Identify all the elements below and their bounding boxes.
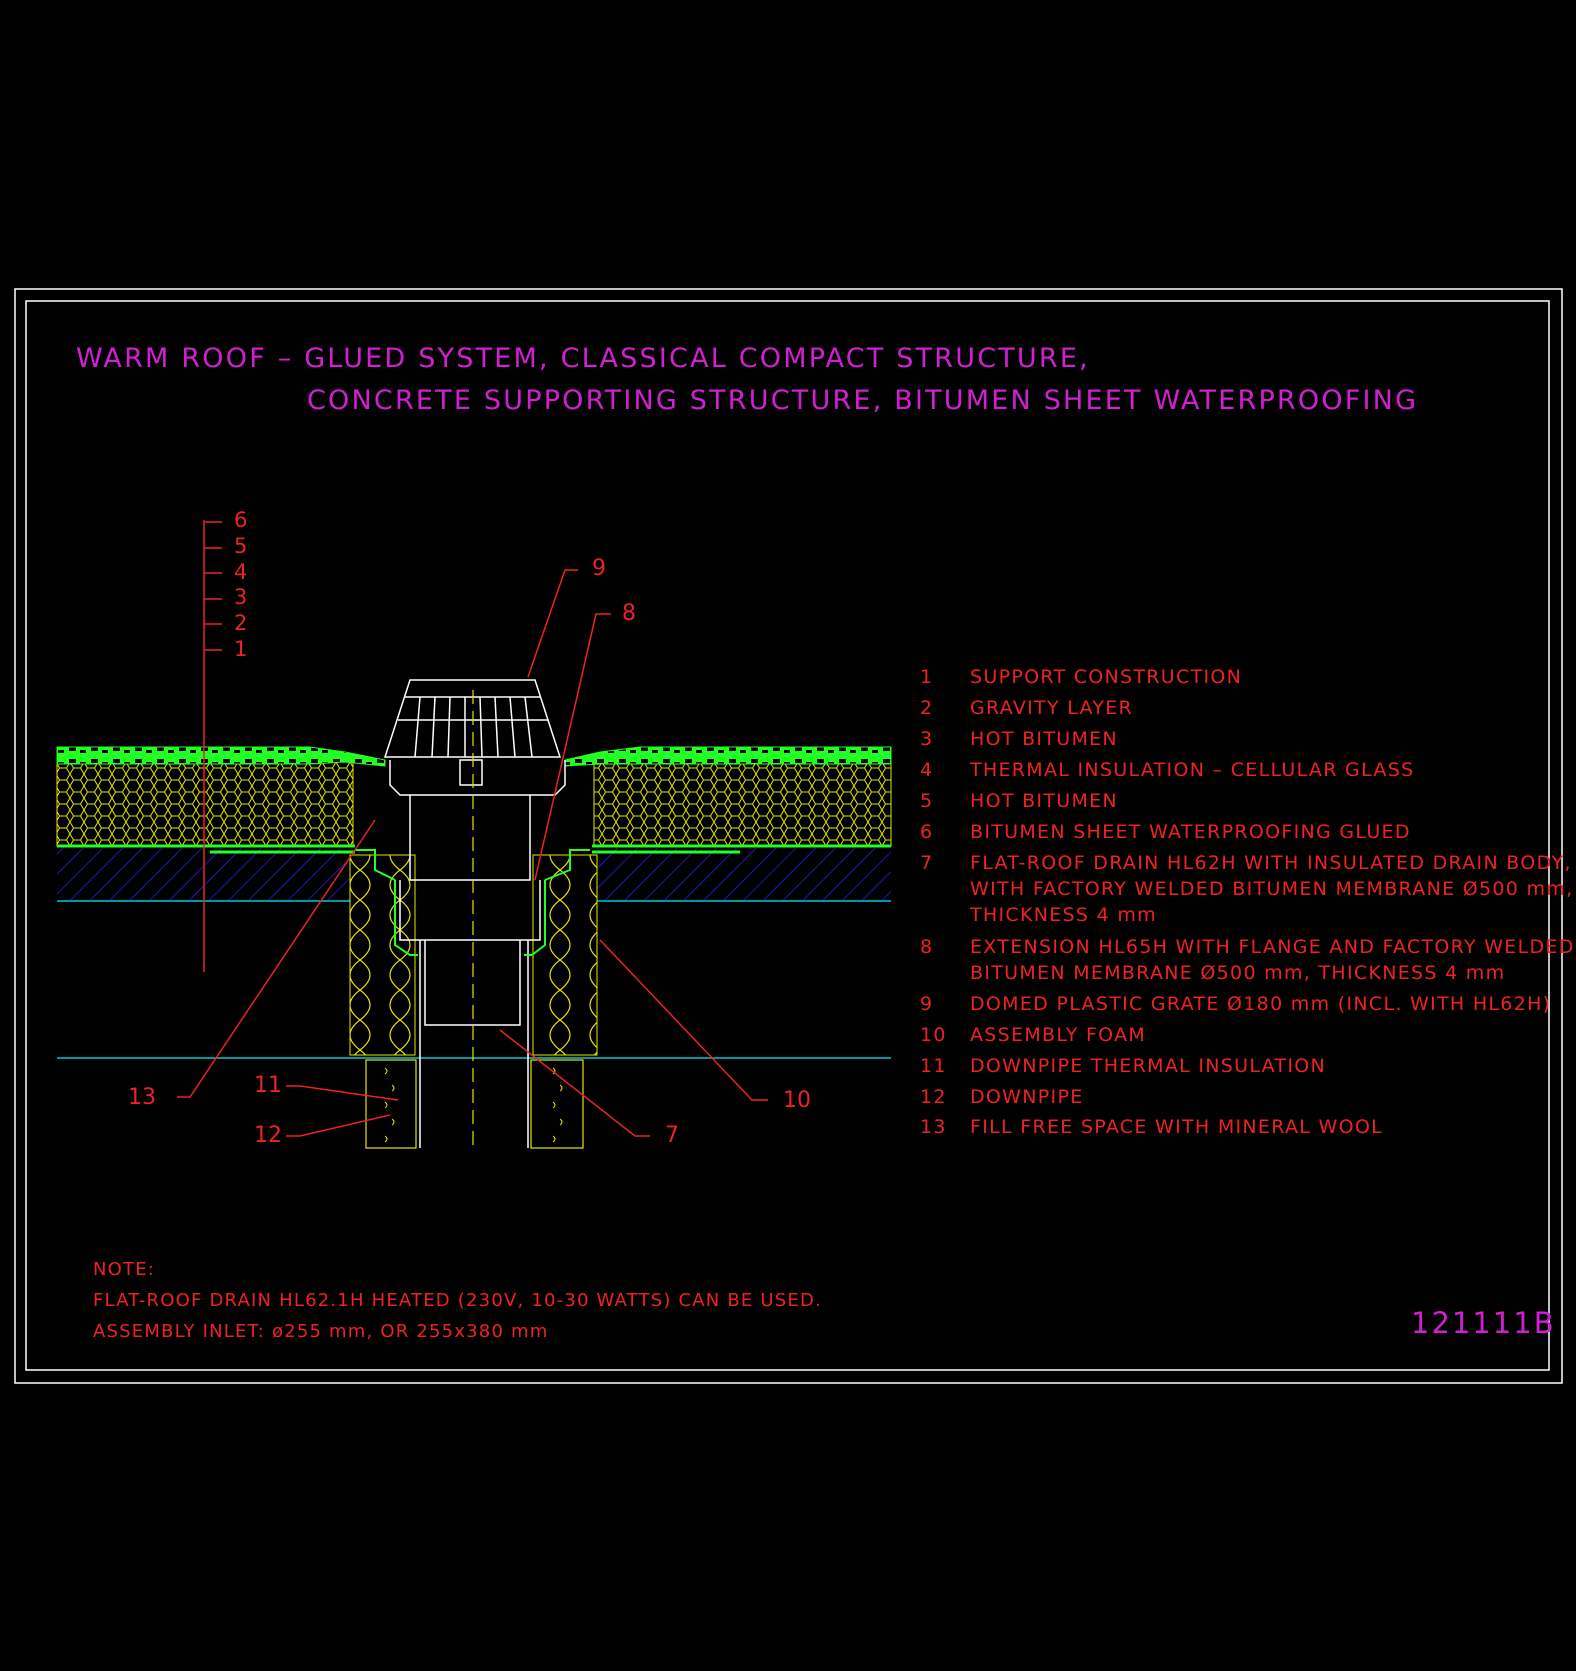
drain-membrane-collar — [355, 849, 590, 956]
legend-number: 11 — [920, 1055, 947, 1077]
mineral-wool-right — [532, 854, 598, 1056]
legend-text: ASSEMBLY FOAM — [970, 1024, 1147, 1046]
legend-text: DOWNPIPE THERMAL INSULATION — [970, 1055, 1327, 1077]
concrete-slab-right — [597, 848, 891, 900]
layer-label-5: 5 — [234, 534, 248, 558]
insulation-right — [593, 761, 892, 847]
layer-label-4: 4 — [234, 560, 248, 584]
leader-lines — [177, 569, 768, 1137]
downpipe-insulation-right — [530, 1059, 584, 1149]
outer-frame — [14, 288, 1563, 1384]
layer-label-1: 1 — [234, 637, 248, 661]
legend-text: HOT BITUMEN — [970, 728, 1118, 750]
legend-text: DOMED PLASTIC GRATE Ø180 mm (INCL. WITH … — [970, 993, 1552, 1015]
mineral-wool-left — [349, 854, 416, 1056]
note-line-2: ASSEMBLY INLET: ø255 mm, OR 255x380 mm — [93, 1321, 549, 1342]
callout-10: 10 — [783, 1088, 811, 1113]
legend-text: GRAVITY LAYER — [970, 697, 1134, 719]
layer-label-6: 6 — [234, 508, 248, 532]
legend-number: 6 — [920, 821, 934, 843]
legend-text: EXTENSION HL65H WITH FLANGE AND FACTORY … — [970, 936, 1575, 984]
legend-text: BITUMEN SHEET WATERPROOFING GLUED — [970, 821, 1411, 843]
legend-text: FLAT-ROOF DRAIN HL62H WITH INSULATED DRA… — [970, 852, 1574, 926]
legend-text: THERMAL INSULATION – CELLULAR GLASS — [970, 759, 1415, 781]
layer-label-3: 3 — [234, 585, 248, 609]
legend-text: HOT BITUMEN — [970, 790, 1118, 812]
legend-number: 2 — [920, 697, 934, 719]
legend-number: 5 — [920, 790, 934, 812]
title-line-1: WARM ROOF – GLUED SYSTEM, CLASSICAL COMP… — [76, 343, 1090, 374]
title-line-2: CONCRETE SUPPORTING STRUCTURE, BITUMEN S… — [307, 385, 1419, 416]
legend-number: 12 — [920, 1086, 947, 1108]
legend-number: 3 — [920, 728, 934, 750]
legend-text: SUPPORT CONSTRUCTION — [970, 666, 1243, 688]
callout-13: 13 — [128, 1085, 156, 1110]
callout-12: 12 — [254, 1123, 282, 1148]
drawing-number: 121111B — [1411, 1306, 1556, 1340]
legend-number: 9 — [920, 993, 934, 1015]
callout-7: 7 — [665, 1123, 679, 1148]
legend-number: 4 — [920, 759, 934, 781]
inner-frame — [25, 300, 1550, 1371]
insulation-marks — [384, 1067, 563, 1143]
membrane-right — [564, 746, 892, 767]
legend-number: 1 — [920, 666, 934, 688]
downpipe-insulation-left — [365, 1059, 417, 1149]
layer-indicator — [203, 520, 222, 972]
drain-body — [389, 759, 566, 1148]
callout-9: 9 — [592, 556, 606, 581]
legend-number: 7 — [920, 852, 934, 874]
note-heading: NOTE: — [93, 1259, 156, 1280]
legend-text: FILL FREE SPACE WITH MINERAL WOOL — [970, 1116, 1383, 1138]
layer-label-2: 2 — [234, 611, 248, 635]
note-line-1: FLAT-ROOF DRAIN HL62.1H HEATED (230V, 10… — [93, 1290, 822, 1311]
callout-8: 8 — [622, 601, 636, 626]
legend-number: 8 — [920, 936, 934, 958]
insulation-left — [56, 761, 354, 847]
legend-text: DOWNPIPE — [970, 1086, 1084, 1108]
legend-number: 13 — [920, 1116, 947, 1138]
membrane-left — [56, 746, 386, 767]
callout-11: 11 — [254, 1073, 282, 1098]
legend-number: 10 — [920, 1024, 947, 1046]
